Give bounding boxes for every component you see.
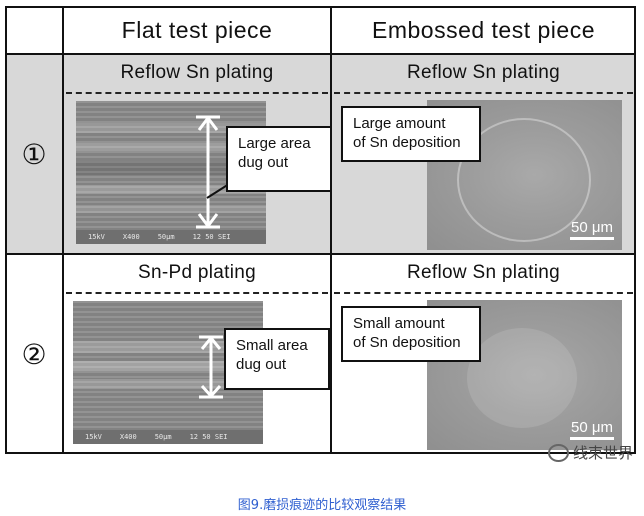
header-flat: Flat test piece [63,6,331,54]
row2-embossed-cell: Reflow Sn plating 50 μm Small amount of … [331,254,636,454]
row1-flat-callout: Large area dug out [226,126,334,192]
row1-flat-title: Reflow Sn plating [120,62,274,83]
row1-embossed-title: Reflow Sn plating [407,62,560,83]
row-marker-1: ① [5,54,63,254]
scale-bar: 50 μm [570,219,614,240]
chat-bubble-icon [548,443,569,462]
double-headed-vertical-arrow-icon [199,335,223,399]
callout-pointer [206,183,230,199]
dashed-separator [334,292,633,294]
row2-embossed-callout: Small amount of Sn deposition [341,306,481,362]
sem-info-bar: 15kV X400 50µm 12 50 SEI [73,430,263,444]
row2-flat-callout: Small area dug out [224,328,330,390]
sem-info-bar: 15kV X400 50µm 12 50 SEI [76,230,266,244]
row2-flat-title: Sn-Pd plating [138,262,256,283]
watermark: 线束世界 [548,442,633,463]
row1-embossed-cell: Reflow Sn plating 50 μm Large amount of … [331,54,636,254]
row2-flat-cell: Sn-Pd plating 15kV X400 50µm 12 50 SEI S… [63,254,331,454]
figure-caption: 图9.磨损痕迹的比较观察结果 [237,498,407,513]
row2-embossed-title: Reflow Sn plating [407,262,560,283]
row-marker-2: ② [5,254,63,454]
dashed-separator [66,92,328,94]
dashed-separator [334,92,633,94]
header-embossed: Embossed test piece [331,6,636,54]
dashed-separator [66,292,328,294]
scale-bar: 50 μm [570,419,614,440]
row1-embossed-callout: Large amount of Sn deposition [341,106,481,162]
row1-flat-cell: Reflow Sn plating 15kV X400 50µm 12 50 S… [63,54,334,254]
corner-cell [5,6,63,54]
double-headed-vertical-arrow-icon [196,115,220,229]
comparison-table: Flat test piece Embossed test piece ① Re… [5,6,636,454]
